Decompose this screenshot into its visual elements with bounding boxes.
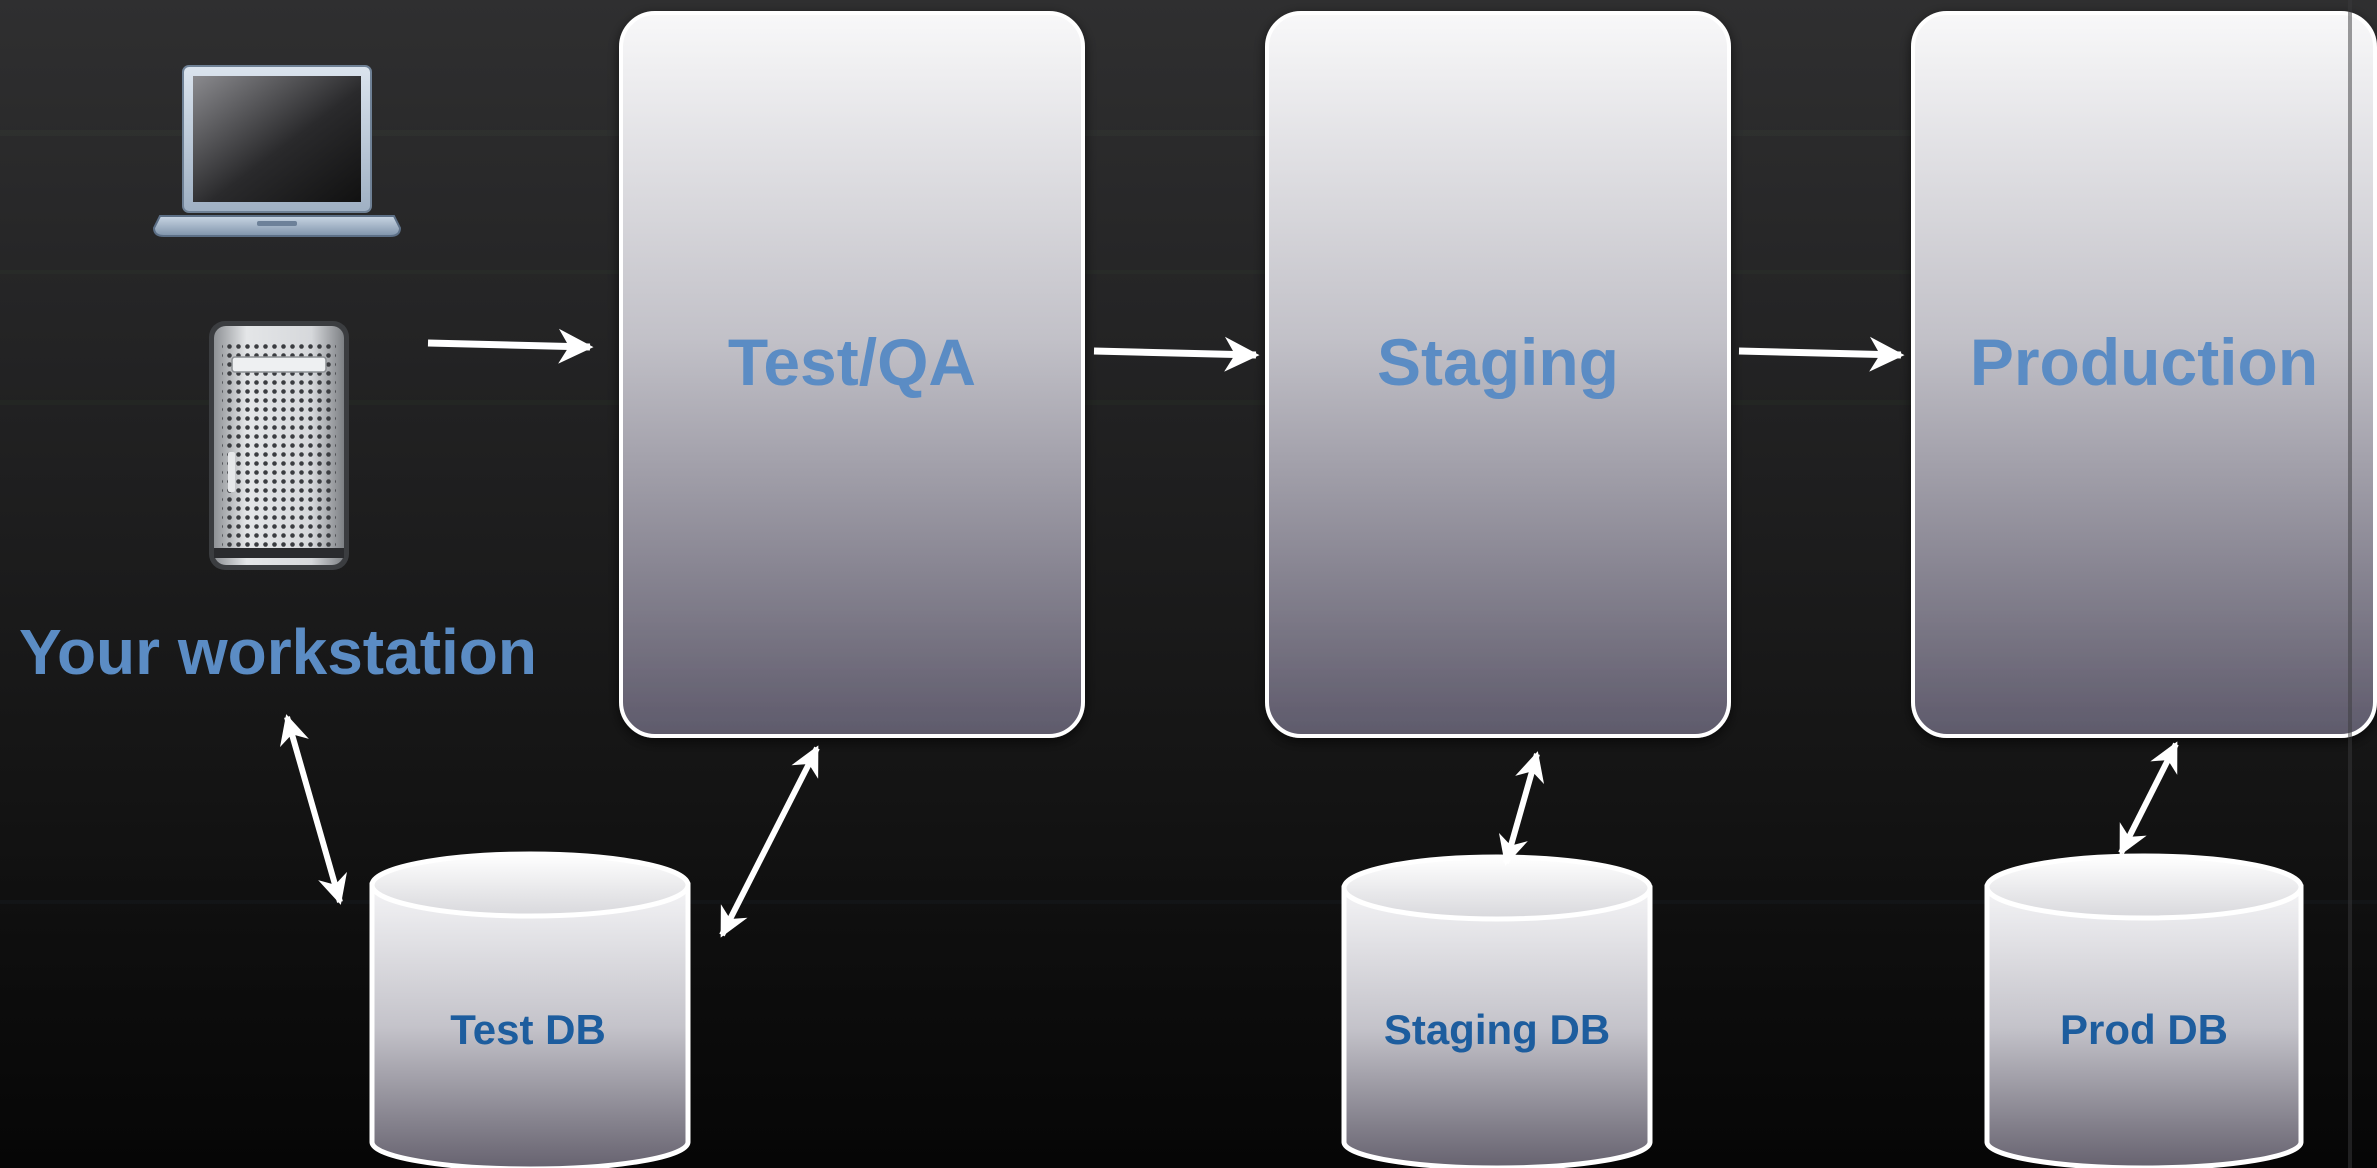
tower-computer-icon — [209, 321, 349, 570]
environment-box-staging — [1265, 11, 1731, 738]
edge-streak — [2348, 0, 2352, 1168]
workstation-label: Your workstation — [19, 616, 537, 688]
database-label-stagingdb: Staging DB — [1384, 1006, 1610, 1053]
connector-testqa-testdb — [719, 745, 820, 938]
database-label-proddb: Prod DB — [2060, 1006, 2228, 1053]
flow-arrow-testqa-to-staging — [1093, 336, 1260, 372]
database-cylinder-stagingdb — [1341, 854, 1653, 1168]
environment-box-production — [1911, 11, 2377, 738]
connector-production-proddb — [2118, 741, 2179, 856]
database-cylinder-testdb — [369, 851, 691, 1168]
database-cylinder-proddb — [1984, 853, 2304, 1168]
connector-staging-stagingdb — [1498, 751, 1545, 866]
environment-box-testqa — [619, 11, 1085, 738]
environment-label-testqa: Test/QA — [728, 325, 976, 399]
laptop-icon — [152, 65, 402, 237]
flow-arrow-workstation-to-testqa — [427, 328, 594, 364]
background-bands — [0, 130, 2377, 904]
flow-arrow-staging-to-production — [1738, 336, 1905, 372]
environment-label-production: Production — [1970, 325, 2318, 399]
connector-workstation-testdb — [280, 714, 347, 905]
environment-label-staging: Staging — [1377, 325, 1619, 399]
database-label-testdb: Test DB — [450, 1006, 606, 1053]
